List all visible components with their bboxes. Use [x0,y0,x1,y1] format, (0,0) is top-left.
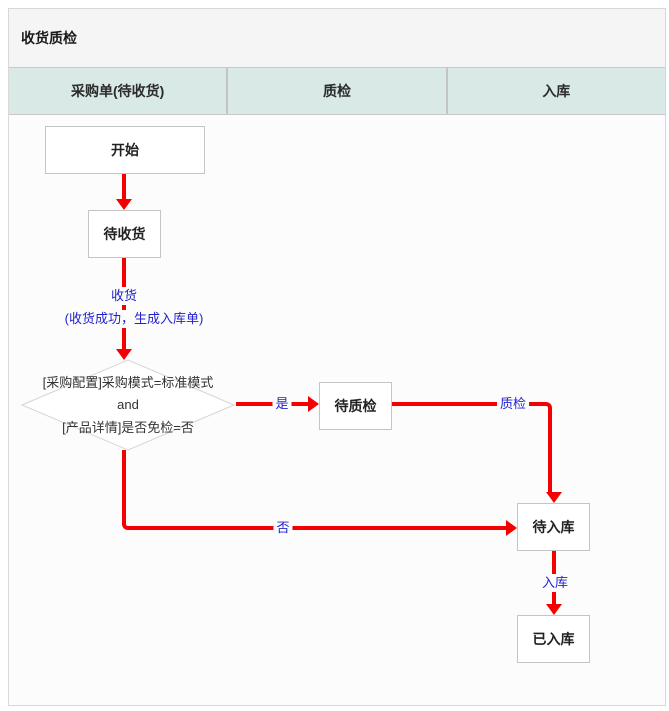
node-inbound-done: 已入库 [517,615,590,663]
arrowhead-right-icon [308,396,319,412]
lane-purchase-order: 采购单(待收货) [71,83,165,99]
node-start: 开始 [45,126,205,174]
arrowhead-right-icon [506,520,517,536]
decision-condition-line-1: [采购配置]采购模式=标准模式 [42,375,214,390]
edge-label-quality-check: 质检 [496,395,530,413]
lane-quality-inspection: 质检 [226,68,445,114]
decision-condition-line-3: [产品详情]是否免检=否 [62,420,194,435]
connector-decision-to-pending-qc [236,402,308,406]
decision-condition-line-2: and [117,397,139,412]
connector-pending-qc-to-pending-inbound [392,402,552,492]
flow-panel: 收货质检 采购单(待收货) 质检 入库 开始 待收货 待质检 待入库 已入库 [… [8,8,666,706]
swimlane-header: 采购单(待收货) 质检 入库 [9,67,665,115]
edge-label-inbound: 入库 [538,574,572,592]
arrowhead-down-icon [546,492,562,503]
arrowhead-down-icon [546,604,562,615]
connector-decision-to-pending-inbound [122,450,506,530]
arrowhead-down-icon [116,349,132,360]
node-pending-qc: 待质检 [319,382,392,430]
lane-warehousing: 入库 [445,68,665,114]
edge-label-receive-note: (收货成功，生成入库单) [61,310,207,328]
edge-label-yes: 是 [272,395,292,413]
decision-diamond-shape [20,359,236,451]
edge-label-receive: 收货 [107,287,141,305]
page-title: 收货质检 [9,9,665,67]
flowchart-canvas: 开始 待收货 待质检 待入库 已入库 [采购配置]采购模式=标准模式 and [… [9,115,665,705]
node-pending-receipt: 待收货 [88,210,161,258]
node-pending-inbound: 待入库 [517,503,590,551]
connector-start-to-pending-receipt [122,174,126,199]
edge-label-no: 否 [273,519,293,537]
arrowhead-down-icon [116,199,132,210]
